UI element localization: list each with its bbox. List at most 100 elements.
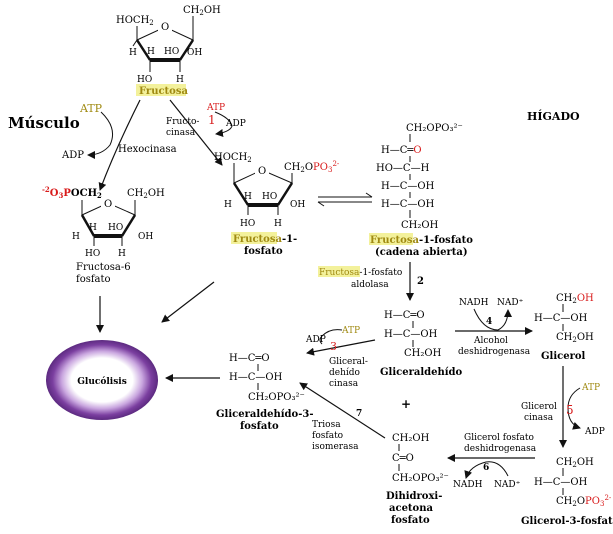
svg-text:CH2OPO32-: CH2OPO32- xyxy=(284,160,340,174)
f1p-structure: HOCH2 CH2OPO32- O H H HO OH HO H Fructos… xyxy=(214,152,340,257)
step4-number: 4 xyxy=(486,317,492,327)
step2-number: 2 xyxy=(417,276,424,287)
musculo-heading: Músculo xyxy=(8,114,80,132)
svg-text:CH₂OH: CH₂OH xyxy=(392,433,430,444)
glycerol-label: Glicerol xyxy=(541,351,586,362)
fructose-label: Fructosa xyxy=(139,86,188,97)
dhap-label-line2: acetona xyxy=(389,503,433,514)
g3p-label-line2: fosfato xyxy=(240,421,279,432)
step6-nad: NAD⁺ xyxy=(494,480,521,490)
higado-heading: HÍGADO xyxy=(527,109,580,123)
fructose-structure: HOCH2 CH2OH O H H HO OH HO H Fructosa xyxy=(116,5,221,97)
g3p-structure: H—C═O H—C—OH CH₂OPO₃²⁻ Gliceraldehído-3-… xyxy=(216,353,313,432)
svg-text:H: H xyxy=(274,219,282,229)
step1-number: 1 xyxy=(208,113,216,127)
f1p-label: Fructosa xyxy=(233,234,282,245)
step5-cofactor-arrow xyxy=(567,387,581,430)
step3-enzyme-line3: cinasa xyxy=(329,379,359,389)
svg-text:H: H xyxy=(176,75,184,85)
step1-cofactor-arrow xyxy=(214,111,233,137)
svg-text:H—C—OH: H—C—OH xyxy=(229,372,283,383)
svg-text:H—C—OH: H—C—OH xyxy=(381,181,435,192)
svg-text:(cadena abierta): (cadena abierta) xyxy=(375,247,468,258)
svg-text:CH2OH: CH2OH xyxy=(127,188,165,200)
step4-enzyme-line2: deshidrogenasa xyxy=(458,347,531,357)
dhap-label-line3: fosfato xyxy=(391,515,430,526)
step3-adp: ADP xyxy=(305,335,326,345)
svg-text:HO: HO xyxy=(137,75,152,85)
step4-nadh: NADH xyxy=(459,298,489,308)
svg-text:OH: OH xyxy=(138,232,153,242)
svg-text:CH₂OPO₃²⁻: CH₂OPO₃²⁻ xyxy=(392,473,449,484)
svg-text:CH2OH: CH2OH xyxy=(183,5,221,17)
svg-text:O: O xyxy=(161,22,169,33)
step7-number: 7 xyxy=(356,409,362,419)
plus-sign: + xyxy=(401,397,411,411)
svg-text:H—C—OH: H—C—OH xyxy=(381,199,435,210)
svg-text:CH₂OH: CH₂OH xyxy=(404,348,442,359)
svg-text:HO: HO xyxy=(85,249,100,259)
svg-text:HOCH2: HOCH2 xyxy=(116,15,154,27)
f1p-open-chain: CH₂OPO₃²⁻ H—C═O HO—C—H H—C—OH H—C—OH CH₂… xyxy=(369,123,473,258)
step4-cofactor-arrow xyxy=(473,308,512,331)
svg-text:HO: HO xyxy=(262,192,277,202)
svg-text:-2O3POCH2: -2O3POCH2 xyxy=(42,185,102,200)
step6-number: 6 xyxy=(483,463,489,473)
svg-text:H—C—OH: H—C—OH xyxy=(534,477,588,488)
svg-text:H—C—OH: H—C—OH xyxy=(384,329,438,340)
step6-enzyme-line1: Glicerol fosfato xyxy=(464,433,534,443)
svg-text:Fructosa-1-fosfato: Fructosa-1-fosfato xyxy=(319,268,402,278)
step7-enzyme-line1: Triosa xyxy=(312,420,341,430)
step3-cofactor-arrow xyxy=(319,329,343,345)
svg-text:H—C═O: H—C═O xyxy=(229,353,270,364)
svg-text:CH₂OH: CH₂OH xyxy=(401,220,439,231)
svg-text:HO: HO xyxy=(164,47,179,57)
glycerol3p-structure: CH2OH H—C—OH CH2OPO32- Glicerol-3-fosfat… xyxy=(521,457,613,527)
step1-adp: ADP xyxy=(225,119,246,129)
step4-nad: NAD⁺ xyxy=(497,298,524,308)
svg-text:CH2OH: CH2OH xyxy=(556,293,594,305)
svg-text:H: H xyxy=(244,192,252,202)
step3-atp: ATP xyxy=(341,326,360,336)
step6-nadh: NADH xyxy=(453,480,483,490)
svg-text:CH₂OPO₃²⁻: CH₂OPO₃²⁻ xyxy=(248,392,305,403)
glycerol-structure: CH2OH H—C—OH CH2OH Glicerol xyxy=(534,293,594,362)
step2-enzyme-line2: aldolasa xyxy=(351,280,389,290)
glycerol3p-label: Glicerol-3-fosfato xyxy=(521,516,613,527)
svg-text:Fructosa-1-fosfato: Fructosa-1-fosfato xyxy=(370,235,473,246)
hexokinase-cofactor-arrow xyxy=(87,111,113,159)
step1-arrow xyxy=(169,99,223,166)
glycolysis-ring xyxy=(46,340,158,420)
svg-text:HOCH2: HOCH2 xyxy=(214,152,252,164)
step6-cofactor-arrow xyxy=(464,461,509,479)
g3p-label-line1: Gliceraldehído-3- xyxy=(216,409,313,420)
svg-text:CH₂OPO₃²⁻: CH₂OPO₃²⁻ xyxy=(406,123,463,134)
step3-arrow xyxy=(306,339,376,356)
step5-adp: ADP xyxy=(584,427,605,437)
step1-atp: ATP xyxy=(206,103,225,113)
hexokinase-adp: ADP xyxy=(61,150,84,161)
step7-enzyme-line2: fosfato xyxy=(312,431,343,441)
dhap-label-line1: Dihidroxi- xyxy=(386,491,442,502)
svg-text:H: H xyxy=(147,47,155,57)
svg-text:O: O xyxy=(104,199,112,210)
glycolysis-label: Glucólisis xyxy=(77,376,127,387)
svg-text:O: O xyxy=(258,166,266,177)
svg-text:OH: OH xyxy=(290,200,305,210)
equilibrium-arrows xyxy=(317,192,373,207)
svg-text:H: H xyxy=(129,48,137,58)
f1p-to-glycolysis-arrow xyxy=(161,281,215,323)
svg-text:H: H xyxy=(72,232,80,242)
step3-number: 3 xyxy=(330,340,337,353)
step4-enzyme-line1: Alcohol xyxy=(473,336,508,346)
hexokinase-atp: ATP xyxy=(79,102,103,115)
svg-text:CH2OH: CH2OH xyxy=(556,457,594,469)
svg-text:CH2OPO32-: CH2OPO32- xyxy=(556,494,612,508)
svg-text:HO: HO xyxy=(108,223,123,233)
svg-text:Fructosa-1-: Fructosa-1- xyxy=(233,234,297,245)
step7-arrow xyxy=(299,382,386,439)
svg-text:OH: OH xyxy=(187,48,202,58)
svg-text:H: H xyxy=(118,249,126,259)
step7-enzyme-line3: isomerasa xyxy=(312,442,359,452)
